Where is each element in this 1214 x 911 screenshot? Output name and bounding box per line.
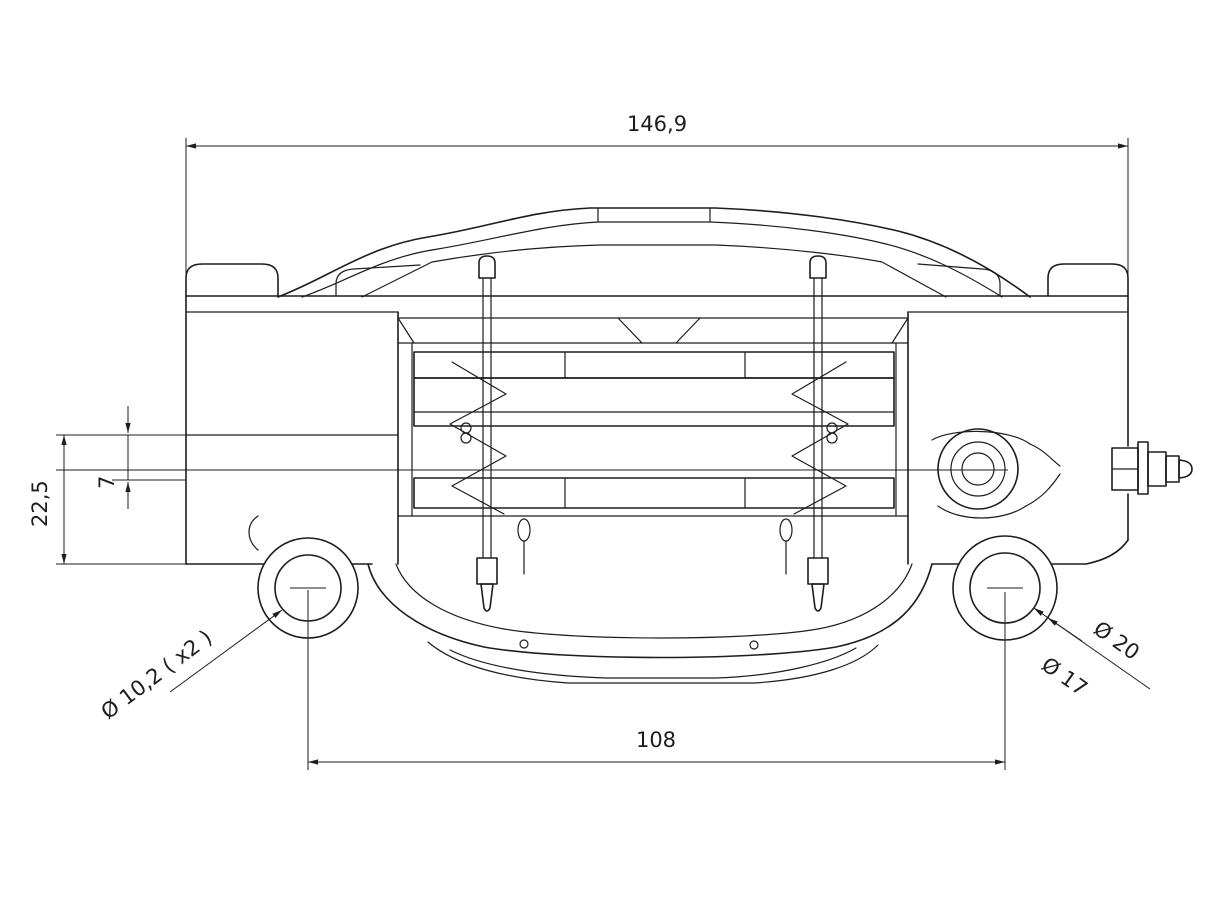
bridge-segment-ticks xyxy=(597,207,711,223)
arch-lip-outer xyxy=(427,641,879,684)
callout-bore-dias: Ø 20 Ø 17 xyxy=(1033,607,1151,701)
arch-screw-dot xyxy=(519,639,529,649)
right-antirattle-spring xyxy=(791,361,849,515)
coil-loop xyxy=(826,422,838,434)
left-boss-hook xyxy=(248,515,259,551)
right-retaining-pin xyxy=(807,255,829,612)
pin-shaft xyxy=(813,277,823,559)
dim-label-bore-inner: Ø 17 xyxy=(1037,652,1092,700)
caliper-bridge xyxy=(277,207,1031,298)
left-spring-coil xyxy=(460,422,472,444)
coil-loop xyxy=(460,432,472,444)
port-boss-bottom-contour xyxy=(937,505,1027,519)
hydraulic-port xyxy=(931,428,1061,519)
bridge-window-contour xyxy=(361,244,947,298)
bleeder-flange xyxy=(1137,441,1149,495)
leader-line xyxy=(169,609,283,693)
left-antirattle-spring xyxy=(449,361,507,515)
port-boss-circle xyxy=(937,428,1019,510)
left-retaining-clip xyxy=(517,518,531,575)
dim-pad-step: 7 xyxy=(95,406,186,509)
pin-tip xyxy=(480,583,494,612)
dim-label-bore-outer: Ø 20 xyxy=(1089,616,1144,664)
arch-inner-curve xyxy=(395,563,913,639)
dimension-annotations: 146,9 22,5 7 108 Ø 10,2 ( x2 ) xyxy=(28,112,1151,770)
dim-label-pad-step: 7 xyxy=(95,476,119,489)
mounting-ears xyxy=(248,515,1058,641)
body-bottom-right-corner xyxy=(1085,539,1129,565)
window-frame-verticals xyxy=(411,342,897,517)
dim-label-mount-hole-dia: Ø 10,2 ( x2 ) xyxy=(97,625,217,724)
pin-tip xyxy=(811,583,825,612)
pad-window-edges xyxy=(397,311,909,565)
dim-label-mount-spacing: 108 xyxy=(636,728,676,752)
dim-label-overall-width: 146,9 xyxy=(627,112,687,136)
dim-mount-spacing: 108 xyxy=(290,587,1023,770)
callout-mount-hole-dia: Ø 10,2 ( x2 ) xyxy=(97,609,283,724)
boss-to-bleeder-top xyxy=(1029,443,1061,467)
boss-to-bleeder-bottom xyxy=(1025,473,1061,507)
port-inner-bore xyxy=(961,452,995,486)
bleeder-hex-tip xyxy=(1165,455,1180,483)
pin-collar xyxy=(476,557,498,585)
leader-second-arrow xyxy=(1047,617,1083,642)
dim-overall-width: 146,9 xyxy=(185,112,1129,292)
arch-lip-inner xyxy=(449,647,857,679)
lower-arch xyxy=(367,563,933,684)
pad-assembly xyxy=(397,317,909,517)
arch-outer-curve xyxy=(367,563,933,659)
lower-plate-ticks xyxy=(564,477,746,509)
extension-line xyxy=(307,590,1006,770)
bridge-outer-contour xyxy=(277,207,1031,298)
pad-retaining-pins xyxy=(476,255,829,612)
left-inner-lug xyxy=(335,264,421,297)
top-rail-corner-chamfers xyxy=(397,317,909,344)
bleed-screw xyxy=(1111,441,1193,495)
port-boss-top-contour xyxy=(931,430,1031,445)
caliper-body xyxy=(185,295,1129,565)
pin-head xyxy=(809,255,827,279)
pin-shaft xyxy=(482,277,492,559)
lower-backing-plate xyxy=(413,477,895,509)
left-retaining-pin xyxy=(476,255,498,612)
dim-label-mount-offset: 22,5 xyxy=(28,480,52,527)
clip-loop xyxy=(517,518,531,542)
upper-pad-material xyxy=(413,377,895,427)
right-retaining-clip xyxy=(779,518,793,575)
arch-screw-dot xyxy=(749,640,759,650)
left-outer-lug xyxy=(185,263,279,297)
extension-line xyxy=(56,434,186,565)
top-rail-lines xyxy=(397,317,909,344)
extension-line xyxy=(185,138,1129,292)
bridge-inner-contour xyxy=(301,221,1003,298)
right-spring-coil xyxy=(826,422,838,444)
dim-mount-offset: 22,5 xyxy=(28,434,186,565)
center-sight-window xyxy=(617,317,701,344)
clip-loop xyxy=(779,518,793,542)
upper-plate-ticks xyxy=(564,351,746,379)
pin-head xyxy=(478,255,496,279)
coil-loop xyxy=(826,432,838,444)
port-outer-bore xyxy=(950,441,1006,497)
pin-collar xyxy=(807,557,829,585)
bleeder-body xyxy=(1147,451,1167,487)
coil-loop xyxy=(460,422,472,434)
right-outer-lug xyxy=(1047,263,1129,297)
bleeder-nipple-dome xyxy=(1178,459,1193,479)
